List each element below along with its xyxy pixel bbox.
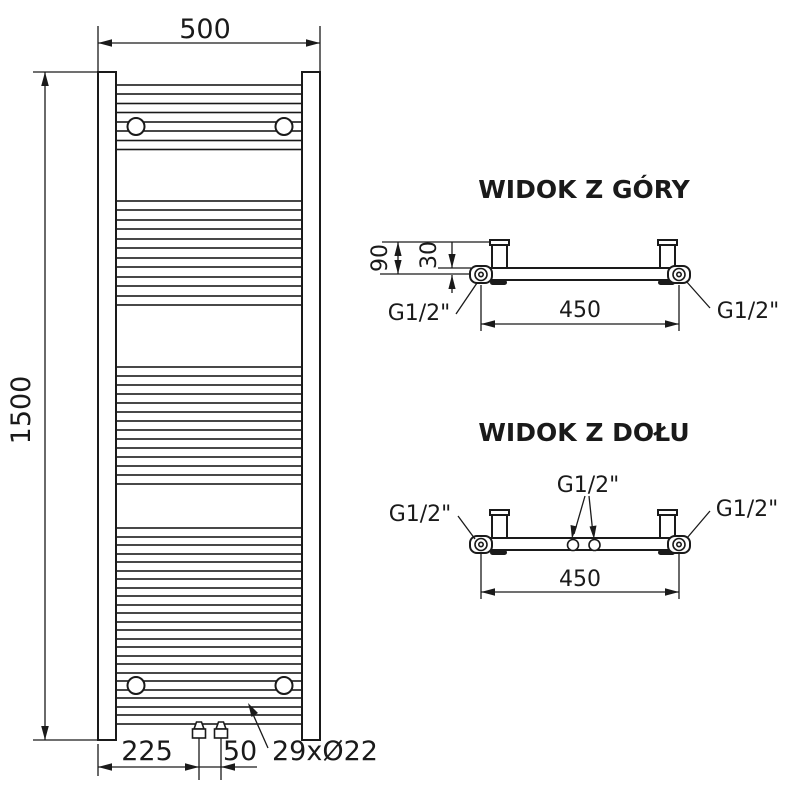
height-label: 1500: [6, 376, 37, 445]
rung: [113, 544, 305, 555]
rung: [113, 276, 305, 287]
dim-width-500: 500: [97, 14, 321, 71]
center-connection-label: G1/2": [557, 473, 620, 498]
tube-count-label: 29xØ22: [272, 736, 378, 767]
rung: [113, 438, 305, 449]
rung: [113, 238, 305, 249]
mount-bracket-circle: [126, 676, 146, 695]
dim-bottom-connections: 225 50: [97, 736, 257, 780]
wall-bracket-flange: [489, 509, 510, 516]
left-connection-label: G1/2": [388, 301, 451, 326]
left-port: [469, 265, 493, 284]
rung: [113, 527, 305, 538]
rung: [113, 595, 305, 606]
rung: [113, 646, 305, 657]
arrow-right-icon: [185, 763, 199, 771]
valve-stub-right: [213, 721, 229, 739]
valve-spacing-label: 50: [223, 736, 257, 767]
rung: [113, 219, 305, 230]
mount-bracket-circle: [274, 676, 294, 695]
rung: [113, 384, 305, 395]
rung: [113, 84, 305, 95]
rung: [113, 102, 305, 114]
radiator-rungs: [113, 84, 305, 725]
left-collector-tube: [97, 71, 117, 741]
dim-span-450-bottom: 450: [480, 554, 680, 599]
top-view-title: WIDOK Z GÓRY: [478, 174, 690, 204]
arrow-down-icon: [41, 726, 49, 740]
depth-label: 90: [368, 244, 393, 272]
arrow-left-icon: [221, 763, 235, 771]
rung: [113, 714, 305, 725]
rung: [113, 456, 305, 467]
rung: [113, 366, 305, 377]
arrow-left-icon: [98, 39, 112, 47]
radiator-bar-top-view: [482, 267, 678, 281]
arrow-left-icon: [98, 763, 112, 771]
bar-label: 30: [417, 241, 442, 269]
rung: [113, 420, 305, 431]
dim-bar-30: 30: [417, 241, 456, 293]
arrow-up-icon: [41, 72, 49, 86]
dim-span-450-top: 450: [480, 285, 680, 331]
mount-bracket-circle: [274, 117, 294, 136]
width-label: 500: [179, 14, 231, 45]
rung: [113, 474, 305, 485]
right-connection-label: G1/2": [717, 299, 780, 324]
rung: [113, 402, 305, 413]
rung: [113, 257, 305, 268]
left-port: [469, 535, 493, 554]
span-label: 450: [559, 298, 601, 323]
bottom-view: WIDOK Z DOŁU G1/2" G1/2": [389, 418, 779, 599]
top-view: WIDOK Z GÓRY 90 30: [368, 174, 779, 331]
left-connection-label: G1/2": [389, 502, 452, 527]
rung: [113, 561, 305, 572]
bottom-view-title: WIDOK Z DOŁU: [478, 418, 689, 447]
right-port: [667, 265, 691, 284]
wall-bracket-flange: [657, 509, 678, 516]
rung: [113, 663, 305, 674]
rung: [113, 295, 305, 306]
dim-depth-90: 90: [368, 242, 402, 274]
valve-offset-label: 225: [121, 736, 173, 767]
leader-arrow-icon: [248, 703, 258, 717]
mount-bracket-circle: [126, 117, 146, 136]
rung: [113, 612, 305, 623]
wall-bracket-flange: [489, 239, 510, 246]
center-port: [588, 538, 601, 552]
leader-arrow-icon: [589, 525, 597, 539]
right-port: [667, 535, 691, 554]
rung: [113, 139, 305, 151]
bracket-clamp: [490, 280, 507, 285]
rung: [113, 578, 305, 589]
rung: [113, 697, 305, 708]
rung: [113, 629, 305, 640]
center-port: [566, 538, 580, 552]
wall-bracket-flange: [657, 239, 678, 246]
dim-height-1500: 1500: [6, 71, 97, 741]
bracket-clamp: [490, 550, 507, 555]
rung: [113, 200, 305, 211]
tube-count-callout: 29xØ22: [248, 703, 378, 767]
right-connection-label: G1/2": [716, 497, 779, 522]
arrow-right-icon: [306, 39, 320, 47]
front-view: 500 1500: [6, 14, 378, 780]
right-collector-tube: [301, 71, 321, 741]
radiator-bar-bottom-view: [482, 537, 678, 551]
span-label: 450: [559, 567, 601, 592]
leader-arrow-icon: [570, 525, 577, 539]
